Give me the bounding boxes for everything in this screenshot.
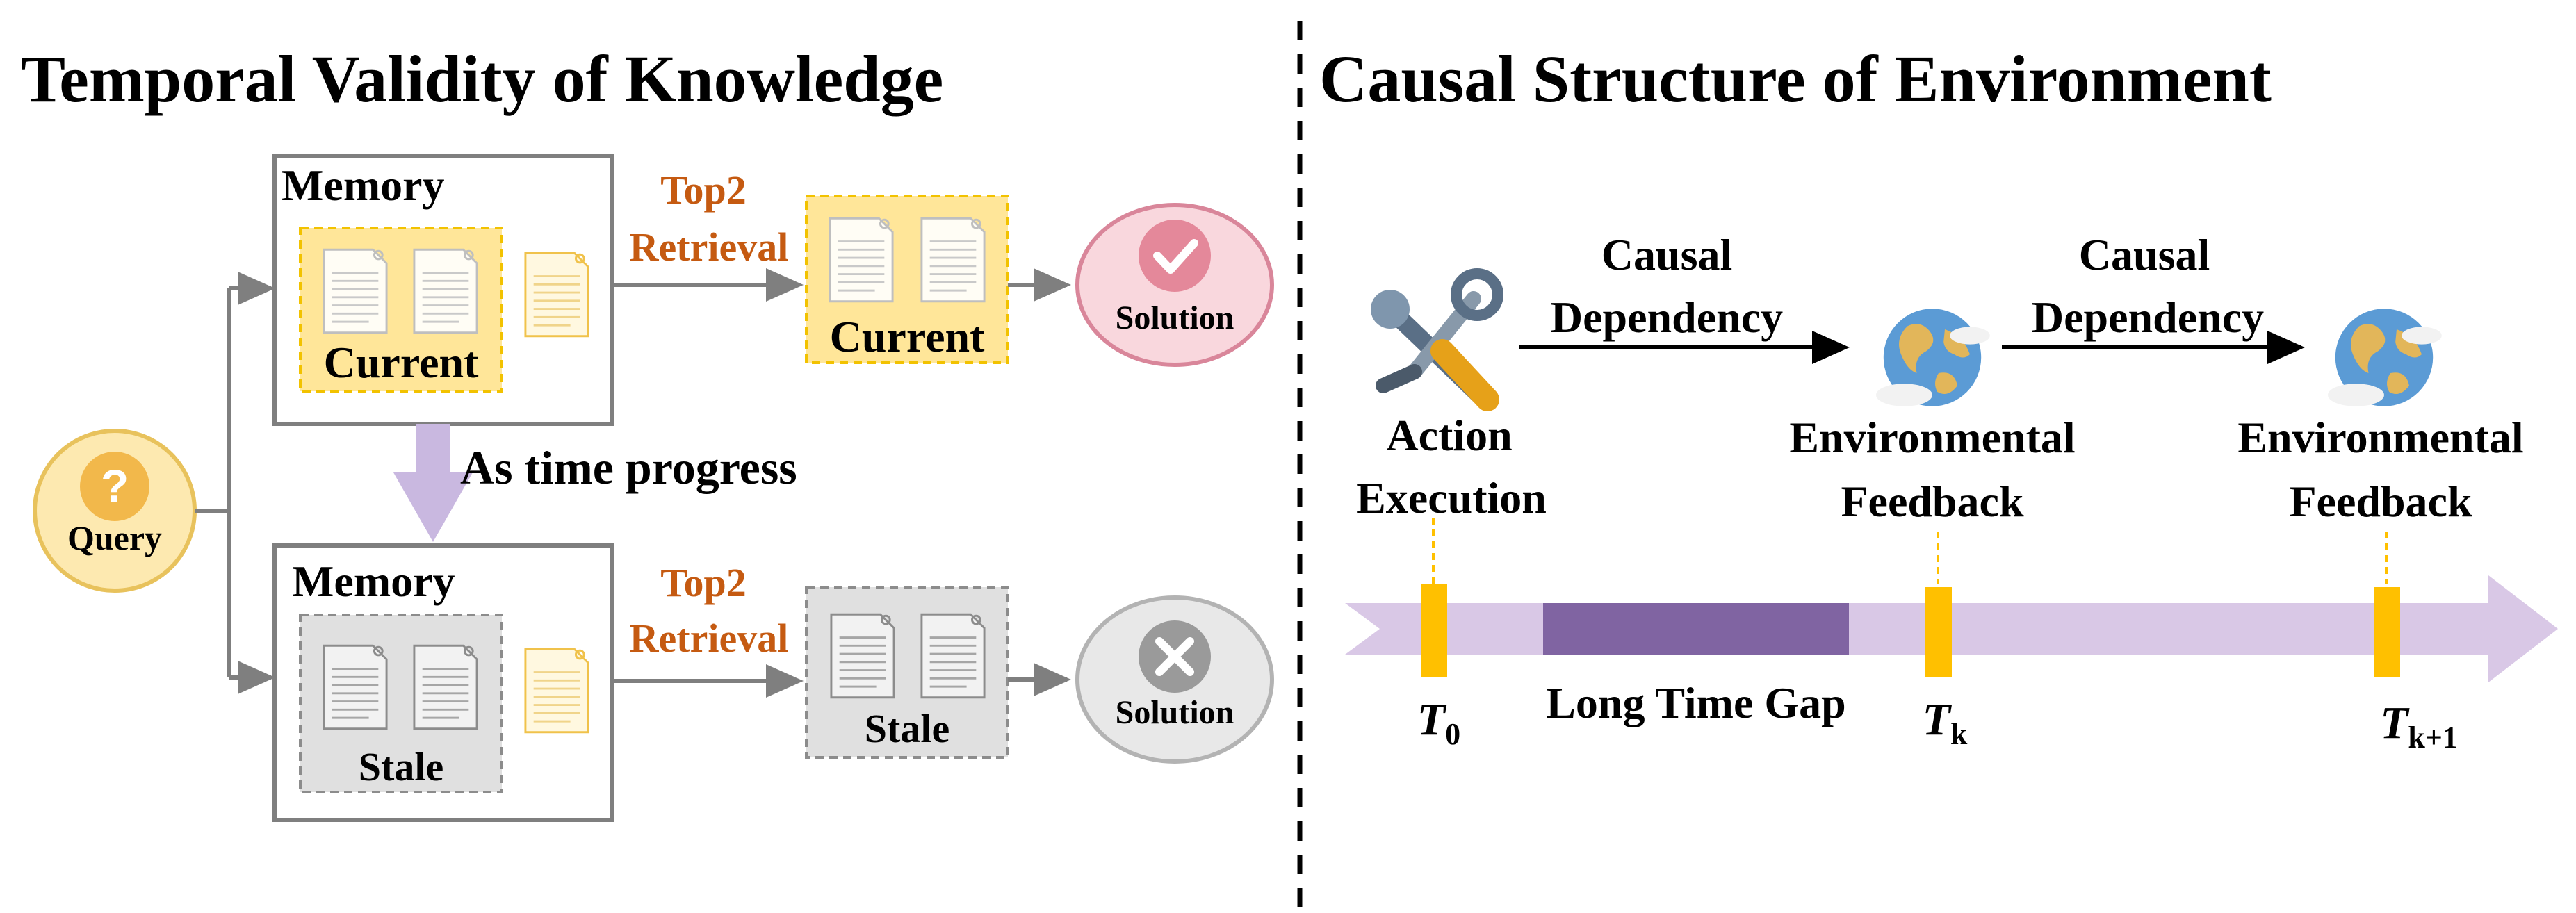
dependency2-line2: Dependency <box>2031 293 2265 342</box>
retrieval-top-1: Top2 <box>660 167 747 213</box>
retrieval-bottom-2: Retrieval <box>629 616 789 661</box>
question-icon <box>80 452 149 521</box>
action-line1: Action <box>1386 411 1513 460</box>
tick-tk <box>1925 587 1952 677</box>
globe-icon <box>2328 309 2442 406</box>
svg-text:?: ? <box>101 460 129 511</box>
retrieval-top-2: Top2 <box>660 560 747 605</box>
extra-doc-bottom <box>524 648 589 734</box>
current-label: Current <box>323 338 479 387</box>
long-gap-segment <box>1543 603 1849 655</box>
solution-label-bottom: Solution <box>1115 694 1234 731</box>
dependency1-line1: Causal <box>1601 230 1733 279</box>
globe-icon <box>1876 309 1990 406</box>
tk1-label: Tk+1 <box>2380 698 2458 755</box>
tick-t0 <box>1421 584 1447 677</box>
feedback1-line2: Feedback <box>1841 477 2024 526</box>
t0-label: T0 <box>1417 694 1461 752</box>
tk-label: Tk <box>1922 694 1968 752</box>
query-label: Query <box>67 518 163 557</box>
check-icon <box>1139 220 1211 292</box>
feedback2-line1: Environmental <box>2237 413 2524 462</box>
memory-title-bottom: Memory <box>292 557 455 606</box>
action-line2: Execution <box>1356 473 1547 523</box>
feedback2-line2: Feedback <box>2289 477 2472 526</box>
dependency2-line1: Causal <box>2078 230 2210 279</box>
time-progress-label: As time progress <box>460 441 797 494</box>
time-progress-arrow <box>393 424 473 542</box>
extra-doc-top <box>524 252 589 338</box>
dependency1-line2: Dependency <box>1550 293 1784 342</box>
stale-label: Stale <box>358 744 444 789</box>
solution-label-top: Solution <box>1115 299 1234 336</box>
tools-icon <box>1371 268 1503 411</box>
long-gap-label: Long Time Gap <box>1546 678 1846 727</box>
tick-tk1 <box>2374 587 2400 677</box>
retrieved-stale-label: Stale <box>864 706 950 751</box>
retrieval-bottom-1: Retrieval <box>629 224 789 270</box>
memory-title-top: Memory <box>282 161 445 210</box>
retrieved-current-label: Current <box>829 312 985 361</box>
feedback1-line1: Environmental <box>1789 413 2076 462</box>
right-title: Causal Structure of Environment <box>1319 42 2272 116</box>
left-title: Temporal Validity of Knowledge <box>21 42 944 116</box>
